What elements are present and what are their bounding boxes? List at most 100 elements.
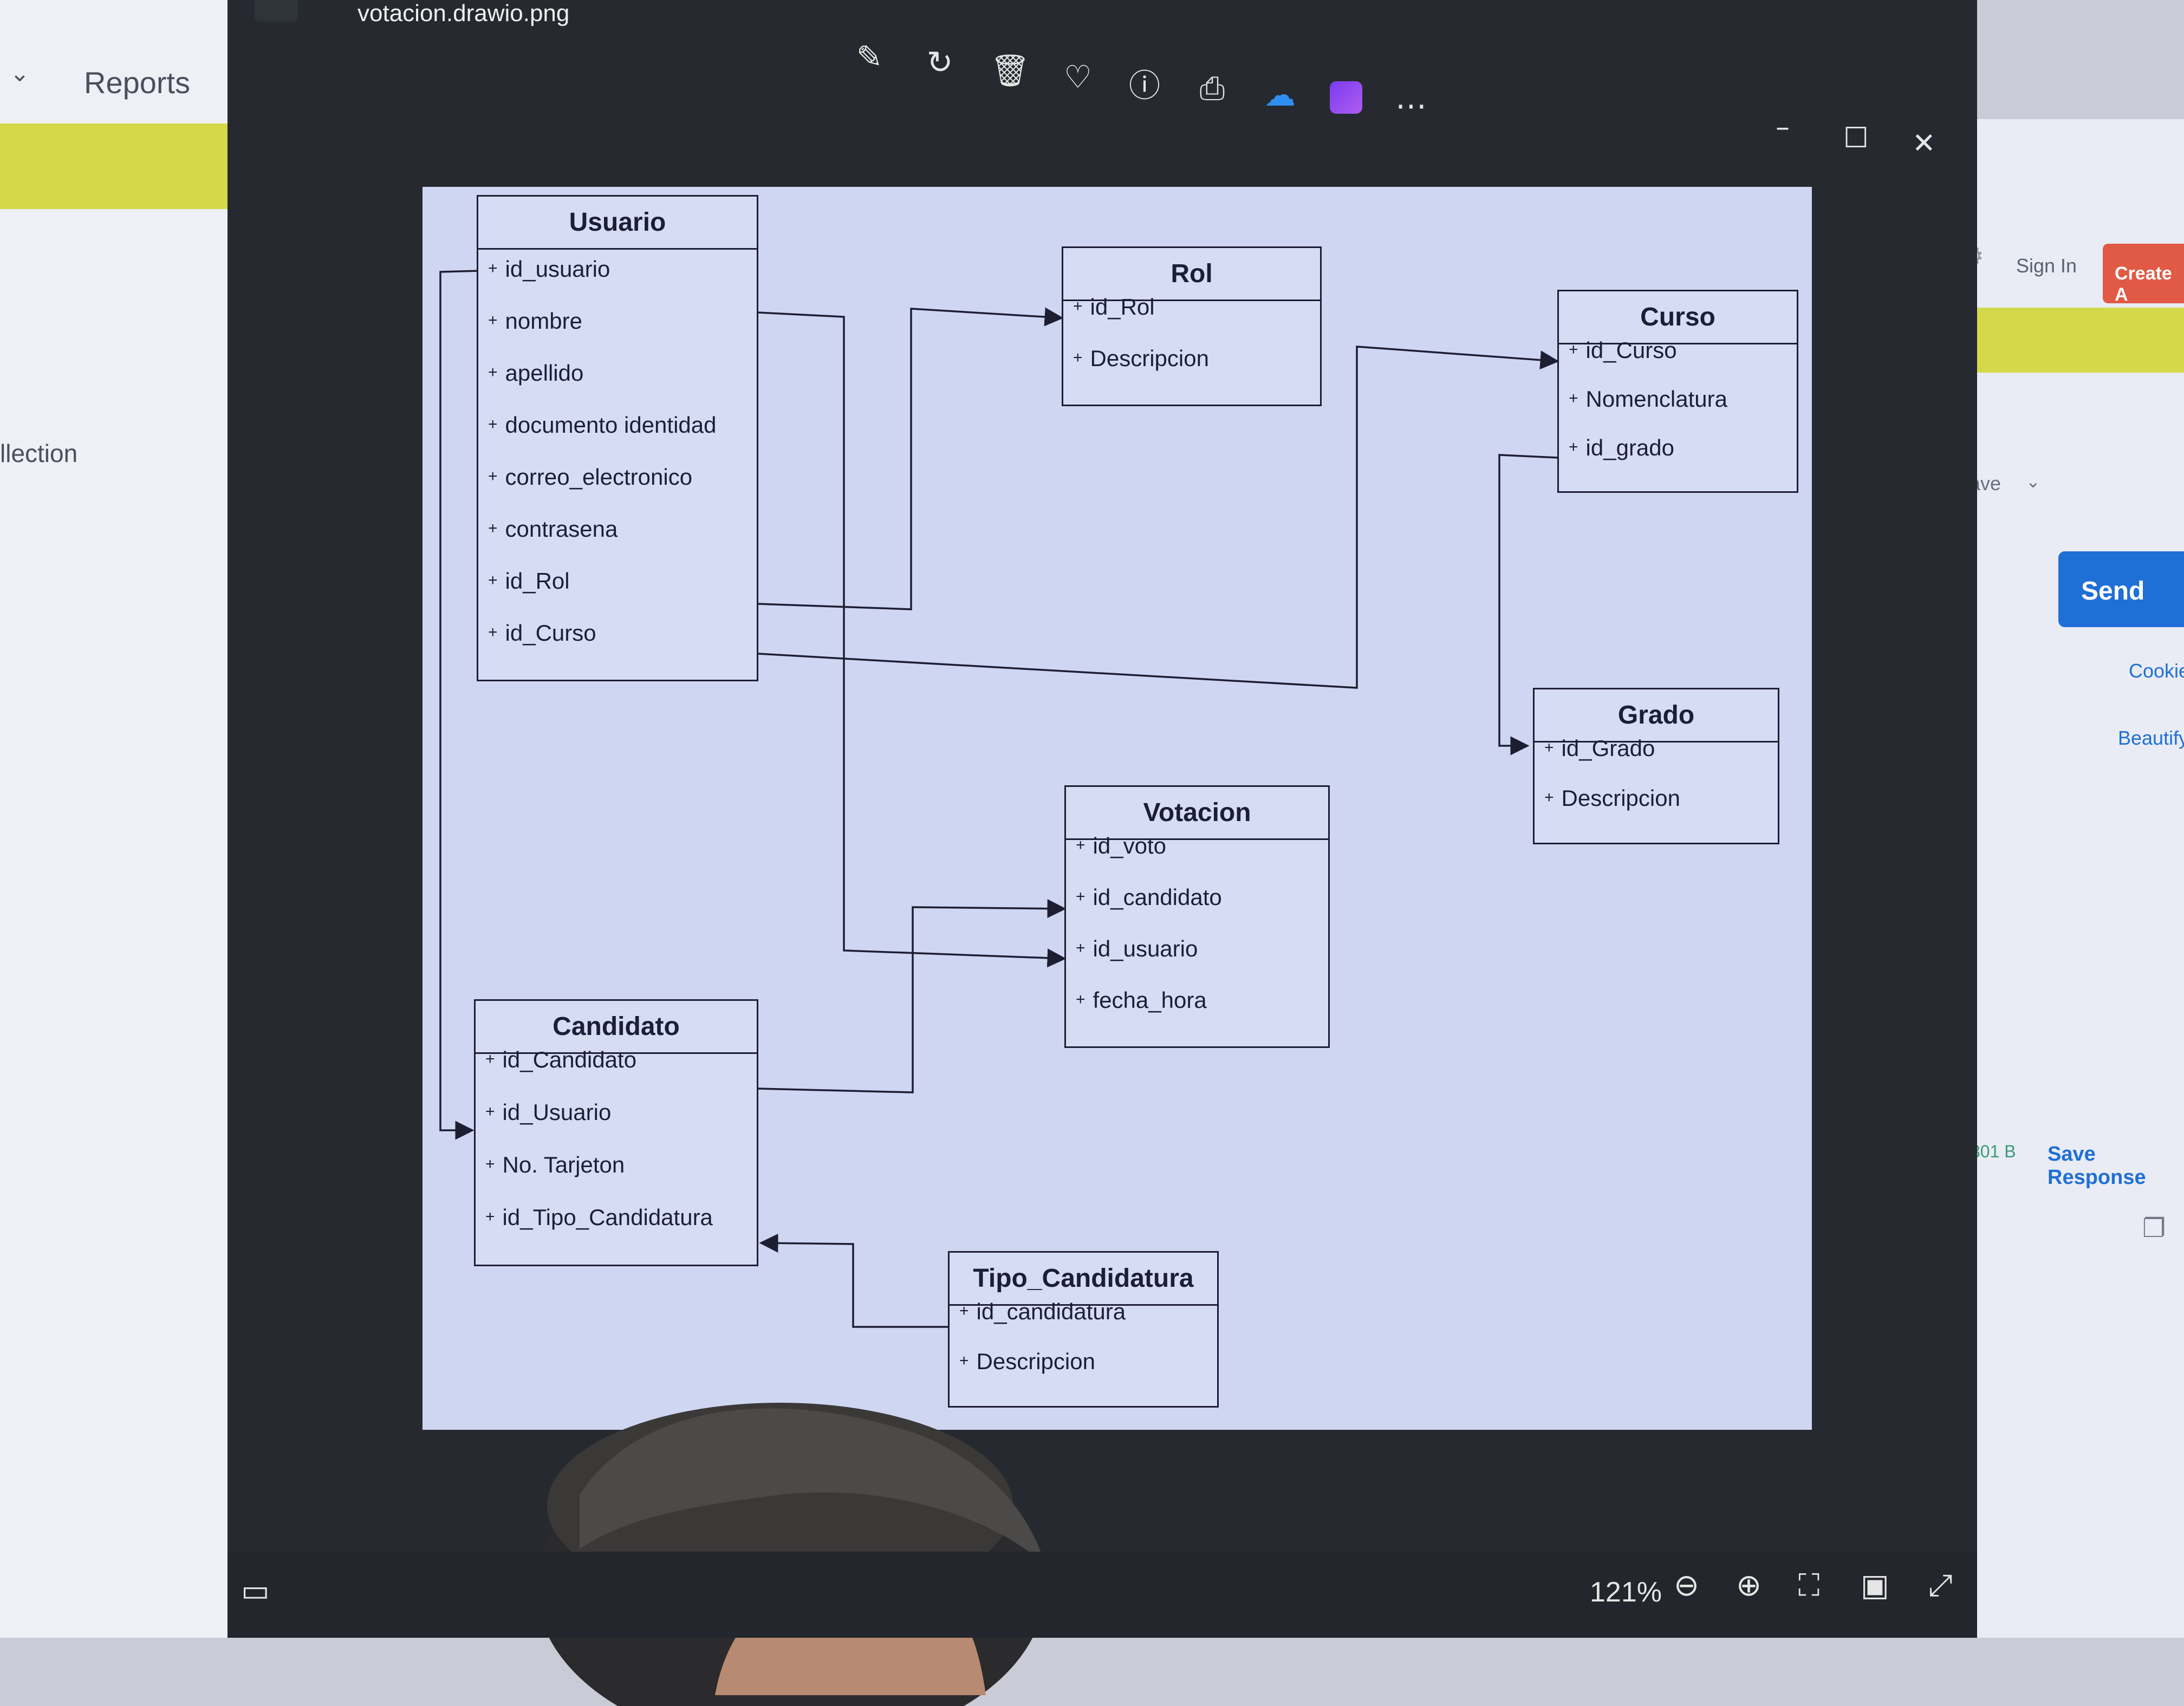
- field-bullet-icon: +: [485, 1208, 495, 1226]
- field-name: id_Rol: [505, 568, 570, 594]
- field-bullet-icon: +: [488, 259, 498, 277]
- print-icon[interactable]: ⎙: [1199, 69, 1225, 107]
- filmstrip-icon[interactable]: ▭: [241, 1573, 270, 1609]
- field-bullet-icon: +: [1076, 939, 1086, 957]
- entity-title: Curso: [1559, 291, 1797, 344]
- minimize-icon[interactable]: –: [1776, 111, 1790, 144]
- entity-field: +id_Curso: [1569, 337, 1677, 363]
- entity-field: + correo_electronico: [488, 464, 692, 490]
- favorite-icon[interactable]: ♡: [1064, 58, 1092, 95]
- zoom-out-icon[interactable]: ⊖: [1674, 1568, 1699, 1603]
- field-name: Descripcion: [976, 1349, 1095, 1374]
- field-name: nombre: [505, 308, 582, 334]
- relationship-lines: [439, 270, 1559, 1328]
- field-name: apellido: [505, 360, 584, 386]
- zoom-in-icon[interactable]: ⊕: [1736, 1568, 1761, 1603]
- fullscreen-icon[interactable]: ⤢: [1928, 1568, 1953, 1603]
- response-size: 301 B: [1971, 1142, 2016, 1161]
- field-bullet-icon: +: [1544, 739, 1554, 757]
- entity-field: + id_Candidato: [485, 1047, 636, 1073]
- entity-field: +id_Curso: [488, 620, 596, 646]
- entity-field: +Descripcion: [959, 1349, 1095, 1375]
- field-name: correo_electronico: [505, 464, 693, 490]
- field-name: id_Candidato: [502, 1047, 637, 1072]
- entity-field: + apellido: [488, 360, 583, 386]
- field-bullet-icon: +: [1569, 389, 1578, 407]
- field-bullet-icon: +: [1076, 836, 1086, 854]
- entity-field: + id_Tipo_Candidatura: [485, 1204, 713, 1230]
- entity-field: + id_voto: [1076, 833, 1166, 859]
- entity-grado: Grado+id_Grado+Descripcion: [1533, 688, 1779, 844]
- field-name: Descripcion: [1090, 346, 1209, 371]
- entity-title: Rol: [1063, 248, 1320, 301]
- field-name: id_Grado: [1561, 735, 1655, 761]
- relation-usuario-rol: [758, 307, 1064, 610]
- create-account-button[interactable]: Create A: [2103, 244, 2184, 305]
- nav-item-collection[interactable]: llection: [0, 439, 78, 467]
- clipchamp-icon[interactable]: [1330, 81, 1362, 114]
- send-button[interactable]: Send: [2058, 551, 2184, 627]
- field-bullet-icon: +: [488, 623, 498, 641]
- field-name: documento identidad: [505, 412, 717, 438]
- nav-item-reports[interactable]: Reports: [84, 66, 191, 100]
- beautify-link[interactable]: Beautify: [2118, 727, 2184, 749]
- photos-app-icon: [255, 0, 298, 22]
- field-bullet-icon: +: [488, 311, 498, 329]
- field-name: Nomenclatura: [1585, 386, 1727, 412]
- fit-to-window-icon[interactable]: ⛶: [1798, 1568, 1820, 1603]
- presenter-head: [536, 1403, 1045, 1706]
- highlight-bar-right: [1955, 308, 2184, 373]
- window-title: votacion.drawio.png: [358, 0, 570, 27]
- field-name: id_candidatura: [976, 1299, 1126, 1324]
- edit-icon[interactable]: ✎: [856, 38, 883, 75]
- sign-in-link[interactable]: Sign In: [2016, 255, 2077, 277]
- maximize-icon[interactable]: ☐: [1843, 122, 1869, 154]
- relation-usuario-candidato: [439, 270, 480, 1140]
- entity-field: +fecha_hora: [1076, 987, 1207, 1013]
- cookies-link[interactable]: Cookie: [2129, 660, 2184, 682]
- field-bullet-icon: +: [1073, 349, 1083, 367]
- field-name: id_voto: [1093, 833, 1166, 858]
- field-bullet-icon: +: [1076, 888, 1086, 906]
- rotate-icon[interactable]: ↻: [926, 44, 953, 81]
- onedrive-icon[interactable]: ☁: [1264, 76, 1296, 113]
- chevron-down-icon[interactable]: ⌄: [2026, 471, 2040, 492]
- diagram-canvas: Usuario+id_usuario+nombre+apellido+docum…: [422, 187, 1812, 1430]
- relation-candidato-votacion: [758, 899, 1067, 1093]
- entity-field: + Descripcion: [1073, 346, 1209, 372]
- field-name: id_Tipo_Candidatura: [502, 1204, 713, 1230]
- close-icon[interactable]: ✕: [1912, 127, 1936, 160]
- info-icon[interactable]: ⓘ: [1128, 67, 1160, 104]
- more-icon[interactable]: ⋯: [1395, 87, 1427, 124]
- entity-title: Usuario: [478, 197, 757, 250]
- field-name: id_candidato: [1093, 884, 1222, 910]
- field-name: id_usuario: [505, 256, 610, 282]
- field-name: No. Tarjeton: [502, 1152, 625, 1177]
- field-bullet-icon: +: [488, 467, 498, 485]
- actual-size-icon[interactable]: ▣: [1861, 1568, 1889, 1603]
- entity-field: +contrasena: [488, 516, 618, 542]
- field-bullet-icon: +: [488, 571, 498, 589]
- copy-icon[interactable]: ❐: [2142, 1213, 2166, 1243]
- highlight-bar: [0, 123, 233, 209]
- entity-field: + id_candidato: [1076, 884, 1222, 910]
- field-bullet-icon: +: [488, 363, 498, 381]
- entity-usuario: Usuario+id_usuario+nombre+apellido+docum…: [477, 195, 758, 681]
- relation-curso-grado: [1498, 454, 1558, 756]
- entity-field: +id_grado: [1569, 435, 1674, 461]
- field-name: id_Usuario: [502, 1099, 612, 1125]
- zoom-level[interactable]: 121%: [1590, 1577, 1662, 1608]
- entity-field: + nombre: [488, 308, 582, 334]
- save-response-button[interactable]: Save Response: [2047, 1143, 2146, 1189]
- entity-tipo_candidatura: Tipo_Candidatura+id_candidatura+Descripc…: [948, 1251, 1219, 1408]
- relation-usuario-votacion: [758, 311, 1067, 968]
- entity-field: + id_Grado: [1544, 735, 1655, 761]
- chevron-down-icon[interactable]: ⌄: [10, 60, 30, 87]
- field-bullet-icon: +: [1073, 297, 1083, 315]
- entity-field: +documento identidad: [488, 412, 717, 438]
- delete-icon[interactable]: 🗑: [990, 51, 1030, 89]
- entity-field: +id_Usuario: [485, 1099, 611, 1125]
- field-bullet-icon: +: [485, 1050, 495, 1068]
- entity-field: +Descripcion: [1544, 785, 1680, 811]
- field-bullet-icon: +: [1076, 991, 1086, 1008]
